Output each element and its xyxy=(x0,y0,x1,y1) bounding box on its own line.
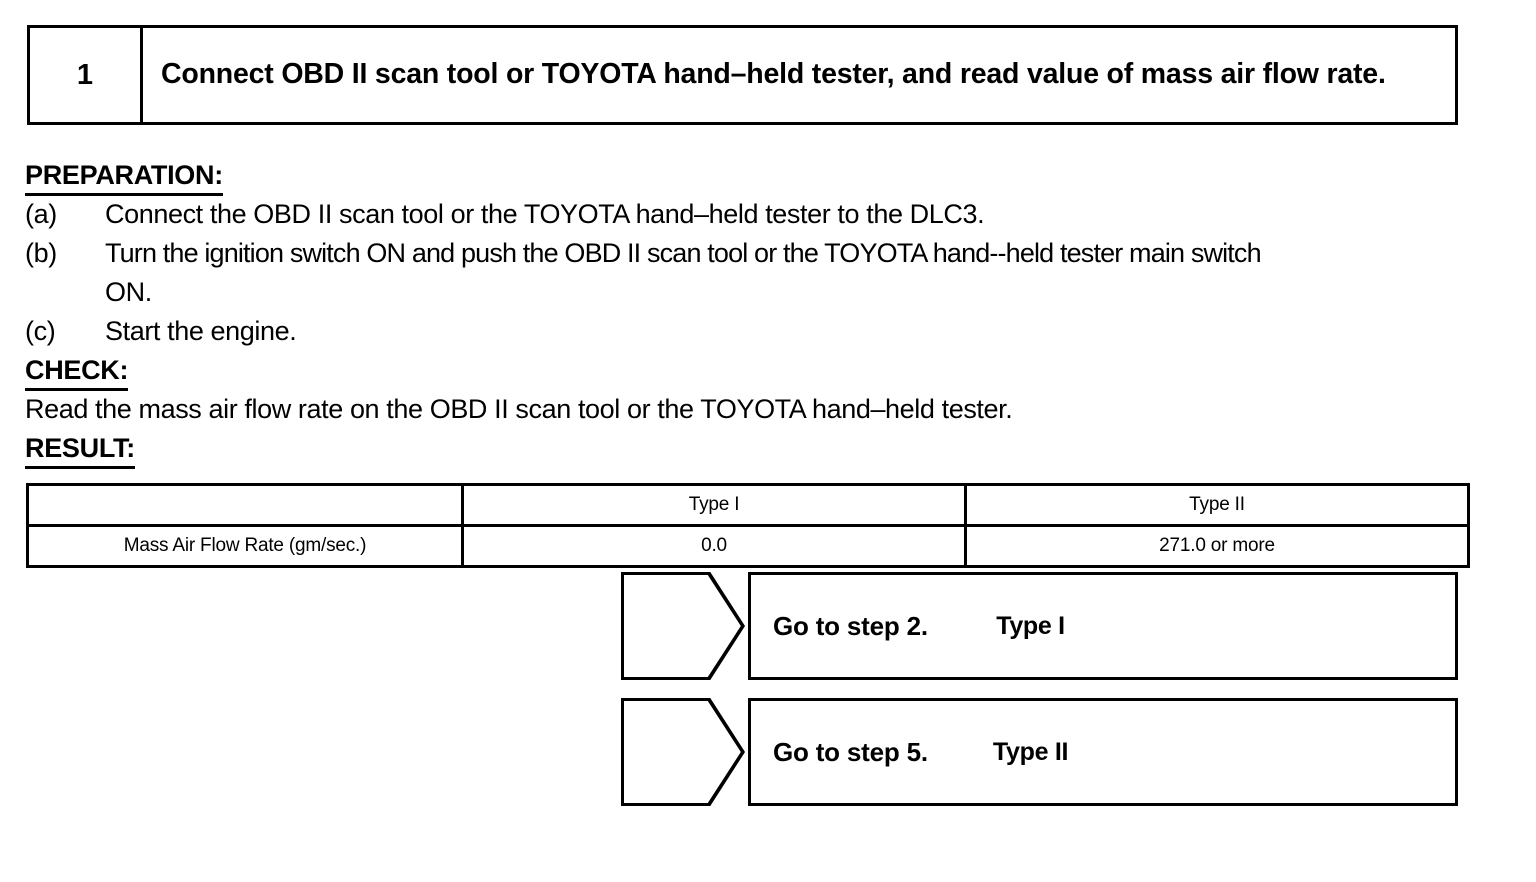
branch-callout-type1: Type I Go to step 2. xyxy=(621,572,1458,680)
check-text: Read the mass air flow rate on the OBD I… xyxy=(25,394,1013,424)
result-heading: RESULT: xyxy=(25,433,135,469)
table-row: Mass Air Flow Rate (gm/sec.) 0.0 271.0 o… xyxy=(26,524,1470,568)
preparation-heading: PREPARATION: xyxy=(25,160,223,196)
preparation-item-b-continuation: ON. xyxy=(105,277,152,307)
check-heading: CHECK: xyxy=(25,355,129,391)
preparation-item-b: (b) Turn the ignition switch ON and push… xyxy=(25,238,1262,269)
table-header-cell-type1: Type I xyxy=(461,483,967,527)
branch-tag-label-type2: Type II xyxy=(992,737,1069,766)
table-header-row: Type I Type II xyxy=(26,483,1470,527)
preparation-item-a-text: Connect the OBD II scan tool or the TOYO… xyxy=(105,199,985,229)
table-header-cell-type2: Type II xyxy=(964,483,1470,527)
preparation-item-b-marker: (b) xyxy=(25,238,57,268)
branch-callout-type2: Type II Go to step 5. xyxy=(621,698,1458,806)
branch-action-box-type2: Go to step 5. xyxy=(748,698,1458,806)
preparation-item-b-text: Turn the ignition switch ON and push the… xyxy=(105,238,1262,268)
branch-action-label-type1: Go to step 2. xyxy=(773,610,928,641)
result-table: Type I Type II Mass Air Flow Rate (gm/se… xyxy=(26,483,1470,568)
branch-action-label-type2: Go to step 5. xyxy=(773,736,928,767)
preparation-item-c: (c) Start the engine. xyxy=(25,316,297,347)
preparation-item-a: (a) Connect the OBD II scan tool or the … xyxy=(25,199,985,230)
table-cell-type2-value: 271.0 or more xyxy=(964,524,1470,568)
step-header-box: 1 Connect OBD II scan tool or TOYOTA han… xyxy=(27,25,1458,125)
step-instruction-cell: Connect OBD II scan tool or TOYOTA hand–… xyxy=(143,28,1455,122)
table-header-cell-blank xyxy=(26,483,464,527)
branch-action-box-type1: Go to step 2. xyxy=(748,572,1458,680)
step-number: 1 xyxy=(76,58,94,91)
step-instruction-text: Connect OBD II scan tool or TOYOTA hand–… xyxy=(161,58,1386,91)
preparation-item-c-marker: (c) xyxy=(25,316,56,346)
preparation-item-a-marker: (a) xyxy=(25,199,57,229)
table-cell-measurement-label: Mass Air Flow Rate (gm/sec.) xyxy=(26,524,464,568)
branch-tag-label-type1: Type I xyxy=(996,611,1065,640)
preparation-item-c-text: Start the engine. xyxy=(105,316,297,346)
step-number-cell: 1 xyxy=(30,28,143,122)
table-cell-type1-value: 0.0 xyxy=(461,524,967,568)
